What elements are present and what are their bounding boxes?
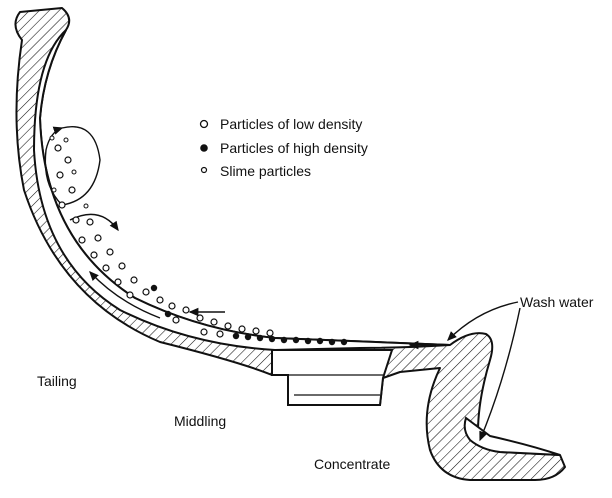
legend-label-high-density: Particles of high density <box>220 140 368 156</box>
legend-marker-low-density <box>201 121 208 128</box>
legend-marker-slime <box>202 168 207 173</box>
legend-marker-high-density <box>200 144 208 152</box>
trough-wall <box>15 8 565 480</box>
legend-label-slime: Slime particles <box>220 163 311 179</box>
concentrate-label: Concentrate <box>314 456 390 472</box>
tailing-label: Tailing <box>37 373 77 389</box>
legend: Particles of low density Particles of hi… <box>200 116 368 179</box>
legend-label-low-density: Particles of low density <box>220 116 362 132</box>
middling-label: Middling <box>174 413 226 429</box>
middling-outlet <box>272 350 392 405</box>
wash-water-label: Wash water <box>520 294 594 310</box>
